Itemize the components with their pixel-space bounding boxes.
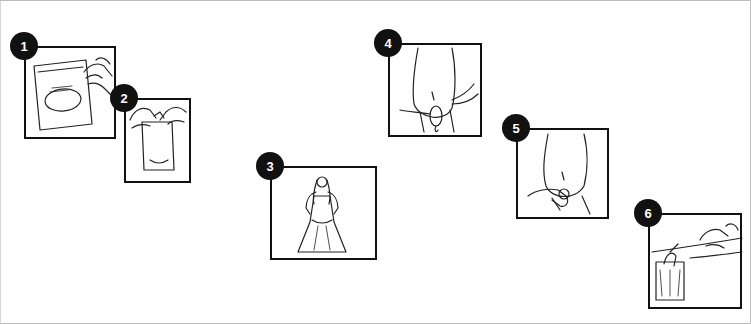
waste-bin-illustration [656, 244, 684, 300]
instruction-panel: 3 [270, 166, 377, 260]
instruction-panel: 4 [388, 43, 482, 137]
callout-number: 2 [110, 84, 138, 112]
instruction-panel: 5 [516, 128, 609, 219]
insertion-illustration [400, 48, 478, 132]
packet-illustration [34, 58, 112, 130]
instruction-panel: 1 [24, 46, 116, 139]
callout-number: 5 [502, 114, 530, 142]
callout-number: 3 [256, 152, 284, 180]
insertion-illustration [528, 134, 590, 214]
callout-number: 6 [634, 199, 662, 227]
instruction-panel: 6 [648, 213, 742, 309]
woman-illustration [298, 177, 346, 252]
callout-number: 4 [374, 29, 402, 57]
instruction-panel: 2 [124, 98, 191, 183]
callout-number: 1 [10, 32, 38, 60]
removal-illustration [652, 224, 742, 258]
tearing-illustration [130, 108, 186, 171]
